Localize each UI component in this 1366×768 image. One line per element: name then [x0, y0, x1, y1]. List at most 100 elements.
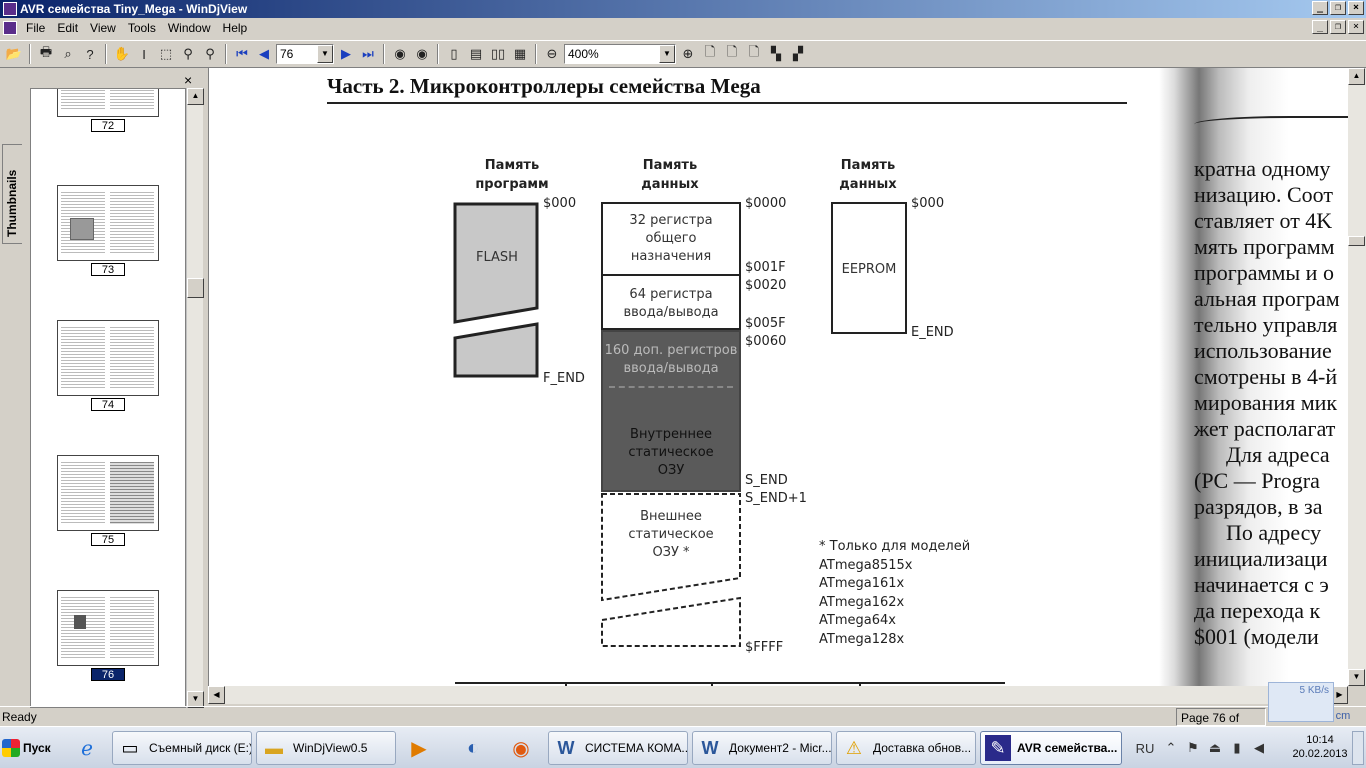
- thumbnails-tab[interactable]: Thumbnails: [2, 144, 22, 244]
- facing-page-text: разрядов, в за: [1194, 494, 1323, 519]
- chevron-down-icon[interactable]: ▼: [659, 45, 675, 63]
- document-icon[interactable]: [3, 21, 17, 35]
- menu-view[interactable]: View: [90, 21, 116, 35]
- footnote-models: * Только для моделей ATmega8515x ATmega1…: [819, 539, 971, 647]
- thumbnail-page-72[interactable]: 72: [57, 89, 159, 132]
- thumbnail-page-74[interactable]: 74: [57, 320, 159, 411]
- layers-icon[interactable]: ▞: [793, 46, 803, 61]
- find-icon[interactable]: ⌕: [64, 46, 72, 61]
- menu-tools[interactable]: Tools: [127, 21, 156, 35]
- continuous-icon[interactable]: ▤: [469, 46, 483, 61]
- addr-s-end-plus-1: S_END+1: [745, 491, 807, 506]
- thumbnail-page-76[interactable]: 76: [57, 590, 159, 681]
- addr-0060: $0060: [745, 334, 787, 349]
- zoom-tool-icon[interactable]: ⚲: [183, 46, 193, 61]
- clock[interactable]: 10:14 20.02.2013: [1290, 733, 1350, 761]
- scroll-down-icon[interactable]: ▼: [187, 691, 204, 708]
- display-mode-icon[interactable]: ▚: [771, 46, 781, 61]
- flag-icon[interactable]: ⚑: [1187, 740, 1199, 755]
- facing-page-text: мирования мик: [1194, 390, 1338, 415]
- scroll-down-icon[interactable]: ▼: [1348, 669, 1365, 686]
- language-indicator[interactable]: RU: [1135, 740, 1155, 756]
- select-text-icon[interactable]: I: [142, 46, 146, 62]
- menu-window[interactable]: Window: [167, 21, 211, 35]
- task-windjview-folder[interactable]: ▬ WinDjView0.5: [256, 731, 396, 765]
- scroll-up-icon[interactable]: ▲: [1348, 68, 1365, 85]
- addr-001f: $001F: [745, 260, 786, 275]
- usb-icon[interactable]: ⏏: [1208, 740, 1222, 755]
- thumbnail-image: [57, 89, 159, 117]
- back-icon[interactable]: ◉: [394, 46, 406, 61]
- task-word-sistema[interactable]: W СИСТЕМА КОМА...: [548, 731, 688, 765]
- volume-icon[interactable]: ◀: [1254, 740, 1264, 755]
- help-icon[interactable]: ?: [86, 46, 94, 62]
- open-folder-icon[interactable]: 📂: [5, 46, 23, 61]
- task-removable-disk[interactable]: ▭ Съемный диск (E:): [112, 731, 252, 765]
- restore-button[interactable]: ❐: [1330, 1, 1346, 15]
- next-page-icon[interactable]: ▶: [341, 46, 351, 61]
- media-player-icon[interactable]: ▶: [411, 737, 427, 760]
- firefox-icon[interactable]: ◉: [512, 737, 530, 760]
- close-sidebar-icon[interactable]: ×: [184, 72, 193, 88]
- network-speed-widget[interactable]: 5 KB/s: [1268, 682, 1334, 722]
- prev-page-icon[interactable]: ◀: [259, 46, 269, 61]
- horizontal-scrollbar[interactable]: ◀ ▶: [208, 686, 1348, 704]
- doc-minimize-button[interactable]: _: [1312, 20, 1328, 34]
- zoom-out-icon[interactable]: ⊖: [546, 46, 558, 61]
- doc-restore-button[interactable]: ❐: [1330, 20, 1346, 34]
- zoom-value: 400%: [568, 47, 599, 61]
- thumbnail-page-75[interactable]: 75: [57, 455, 159, 546]
- internet-explorer-icon[interactable]: ℯ: [81, 737, 93, 760]
- doc-close-button[interactable]: ×: [1348, 20, 1364, 34]
- last-page-icon[interactable]: ⏭: [362, 46, 374, 61]
- zoom-rect-icon[interactable]: ⚲: [205, 46, 215, 61]
- thumbnail-label: 76: [91, 668, 125, 681]
- continuous-facing-icon[interactable]: ▦: [513, 46, 527, 61]
- menu-edit[interactable]: Edit: [57, 21, 79, 35]
- actual-size-icon[interactable]: 🗋: [748, 44, 760, 59]
- scroll-thumb[interactable]: [187, 278, 204, 298]
- task-word-document2[interactable]: W Документ2 - Micr...: [692, 731, 832, 765]
- facing-page-text: жет располагат: [1194, 416, 1336, 441]
- app-icon: [3, 2, 17, 16]
- sidebar-scrollbar[interactable]: ▲ ▼: [186, 88, 204, 708]
- facing-page-rule: [1194, 116, 1348, 130]
- task-update-delivery[interactable]: ⚠ Доставка обнов...: [836, 731, 976, 765]
- hand-tool-icon[interactable]: ✋: [113, 46, 131, 61]
- single-page-icon[interactable]: ▯: [450, 46, 458, 61]
- page-heading: Часть 2. Микроконтроллеры семейства Mega: [327, 74, 761, 98]
- word-icon: W: [557, 737, 575, 758]
- scroll-thumb[interactable]: [1348, 236, 1365, 246]
- chevron-down-icon[interactable]: ▼: [317, 45, 333, 63]
- signal-icon[interactable]: ▮: [1233, 740, 1241, 755]
- start-button[interactable]: Пуск: [2, 733, 54, 763]
- scroll-right-icon[interactable]: ▶: [1331, 686, 1348, 704]
- menu-help[interactable]: Help: [222, 21, 248, 35]
- scroll-up-icon[interactable]: ▲: [187, 88, 204, 105]
- show-desktop-button[interactable]: [1352, 731, 1364, 765]
- minimize-button[interactable]: _: [1312, 1, 1328, 15]
- thumbnail-page-73[interactable]: 73: [57, 185, 159, 276]
- vertical-scrollbar[interactable]: ▲ ▼: [1348, 68, 1366, 686]
- select-rect-icon[interactable]: ⬚: [159, 46, 173, 61]
- task-windjview-active[interactable]: ✎ AVR семейства...: [980, 731, 1122, 765]
- zoom-combo[interactable]: 400% ▼: [564, 44, 676, 64]
- thumbnail-image: [57, 590, 159, 666]
- facing-page-text: низацию. Соот: [1194, 182, 1333, 207]
- thumbnail-label: 72: [91, 119, 125, 132]
- tray-expand-icon[interactable]: ⌃: [1165, 740, 1177, 755]
- fit-page-icon[interactable]: 🗋: [704, 44, 716, 59]
- scroll-left-icon[interactable]: ◀: [208, 686, 225, 704]
- print-icon[interactable]: 🖶: [39, 44, 53, 59]
- forward-icon[interactable]: ◉: [416, 46, 428, 61]
- close-button[interactable]: ×: [1348, 1, 1364, 15]
- app-quick-launch-icon[interactable]: ◐: [466, 736, 480, 759]
- menu-file[interactable]: File: [26, 21, 46, 35]
- facing-icon[interactable]: ▯▯: [490, 46, 506, 61]
- zoom-in-icon[interactable]: ⊕: [682, 46, 694, 61]
- first-page-icon[interactable]: ⏮: [236, 46, 248, 61]
- page-number-combo[interactable]: 76 ▼: [276, 44, 334, 64]
- fit-width-icon[interactable]: 🗋: [726, 44, 738, 59]
- document-view[interactable]: Часть 2. Микроконтроллеры семейства Mega…: [208, 68, 1348, 686]
- addr-ffff: $FFFF: [745, 640, 784, 655]
